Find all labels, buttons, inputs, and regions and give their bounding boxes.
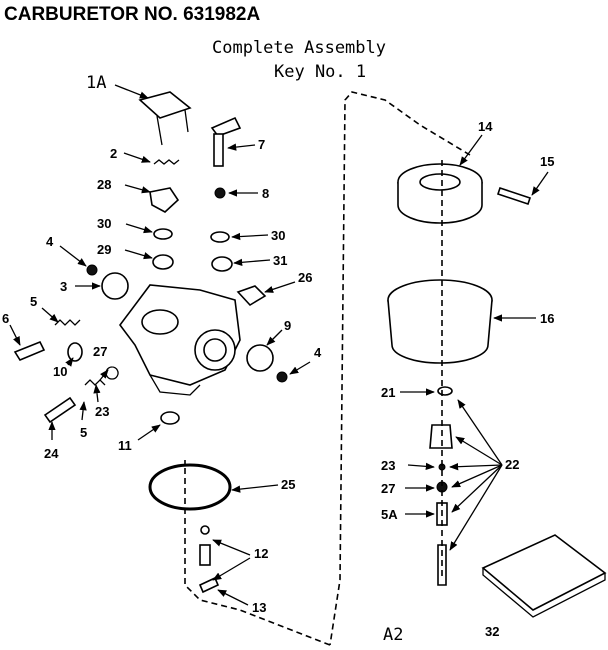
part-27-oring-left — [105, 366, 119, 380]
label-28: 28 — [97, 177, 111, 192]
assembly-caption: Complete Assembly — [212, 38, 386, 58]
part-16-bowl — [387, 279, 493, 364]
assembly-boundary-left — [184, 460, 331, 646]
part-13-pin — [198, 576, 220, 594]
part-30-washer-left — [153, 228, 173, 240]
part-7-shaft — [210, 116, 242, 167]
label-5A: 5A — [381, 507, 398, 522]
carburetor-body — [119, 284, 241, 396]
label-29: 29 — [97, 242, 111, 257]
assembly-boundary — [329, 91, 471, 646]
label-4-left: 4 — [46, 234, 54, 249]
label-11: 11 — [118, 438, 132, 453]
label-13: 13 — [252, 600, 266, 615]
part-9-plate — [246, 344, 274, 372]
part-3-plate — [101, 272, 129, 300]
label-15: 15 — [540, 154, 554, 169]
part-28-lever — [149, 187, 180, 213]
label-21: 21 — [381, 385, 395, 400]
label-5-lower: 5 — [80, 425, 87, 440]
label-12: 12 — [254, 546, 268, 561]
part-11-gasket — [160, 411, 180, 425]
page-title: CARBURETOR NO. 631982A — [4, 4, 261, 25]
part-23-spring — [84, 379, 106, 386]
label-23-left: 23 — [95, 404, 109, 419]
label-26: 26 — [298, 270, 312, 285]
label-8: 8 — [262, 186, 269, 201]
key-number-caption: Key No. 1 — [274, 62, 366, 82]
label-9: 9 — [284, 318, 291, 333]
part-24-needle — [43, 396, 77, 424]
label-27-right: 27 — [381, 481, 395, 496]
label-3: 3 — [60, 279, 67, 294]
callout-lines — [9, 84, 549, 606]
part-8-washer — [214, 187, 226, 199]
part-1A-bracket — [138, 91, 192, 146]
label-30-left: 30 — [97, 216, 111, 231]
label-16: 16 — [540, 311, 554, 326]
part-6-needle — [13, 340, 46, 361]
part-32-manual — [481, 534, 607, 618]
label-25: 25 — [281, 477, 295, 492]
label-4-right: 4 — [314, 345, 322, 360]
label-24: 24 — [44, 446, 59, 461]
part-12-stem — [199, 544, 211, 566]
part-15-pin — [496, 186, 532, 206]
label-7: 7 — [258, 137, 265, 152]
part-30-washer-right — [210, 231, 230, 243]
part-12-washer — [200, 525, 210, 535]
part-26-fitting — [236, 285, 267, 307]
label-A2: A2 — [383, 625, 403, 645]
part-2-spring — [153, 159, 180, 165]
label-23-right: 23 — [381, 458, 395, 473]
label-14: 14 — [478, 119, 493, 134]
part-14-float — [397, 163, 483, 224]
part-4-screw-left — [86, 264, 98, 276]
part-4-screw-right — [276, 371, 288, 383]
part-5-spring — [54, 319, 81, 326]
label-2: 2 — [110, 146, 117, 161]
label-5-upper: 5 — [30, 294, 37, 309]
part-31-seal — [211, 256, 233, 272]
label-30-right: 30 — [271, 228, 285, 243]
label-27-left: 27 — [93, 344, 107, 359]
part-25-gasket — [148, 463, 232, 511]
label-31: 31 — [273, 253, 287, 268]
part-22-nut — [429, 424, 453, 449]
part-21-washer — [437, 386, 453, 396]
label-10: 10 — [53, 364, 67, 379]
part-29-seal — [152, 254, 174, 270]
label-32: 32 — [485, 624, 499, 639]
part-10-washer — [67, 342, 83, 362]
label-1A: 1A — [86, 73, 106, 93]
label-22: 22 — [505, 457, 519, 472]
label-6: 6 — [2, 311, 9, 326]
